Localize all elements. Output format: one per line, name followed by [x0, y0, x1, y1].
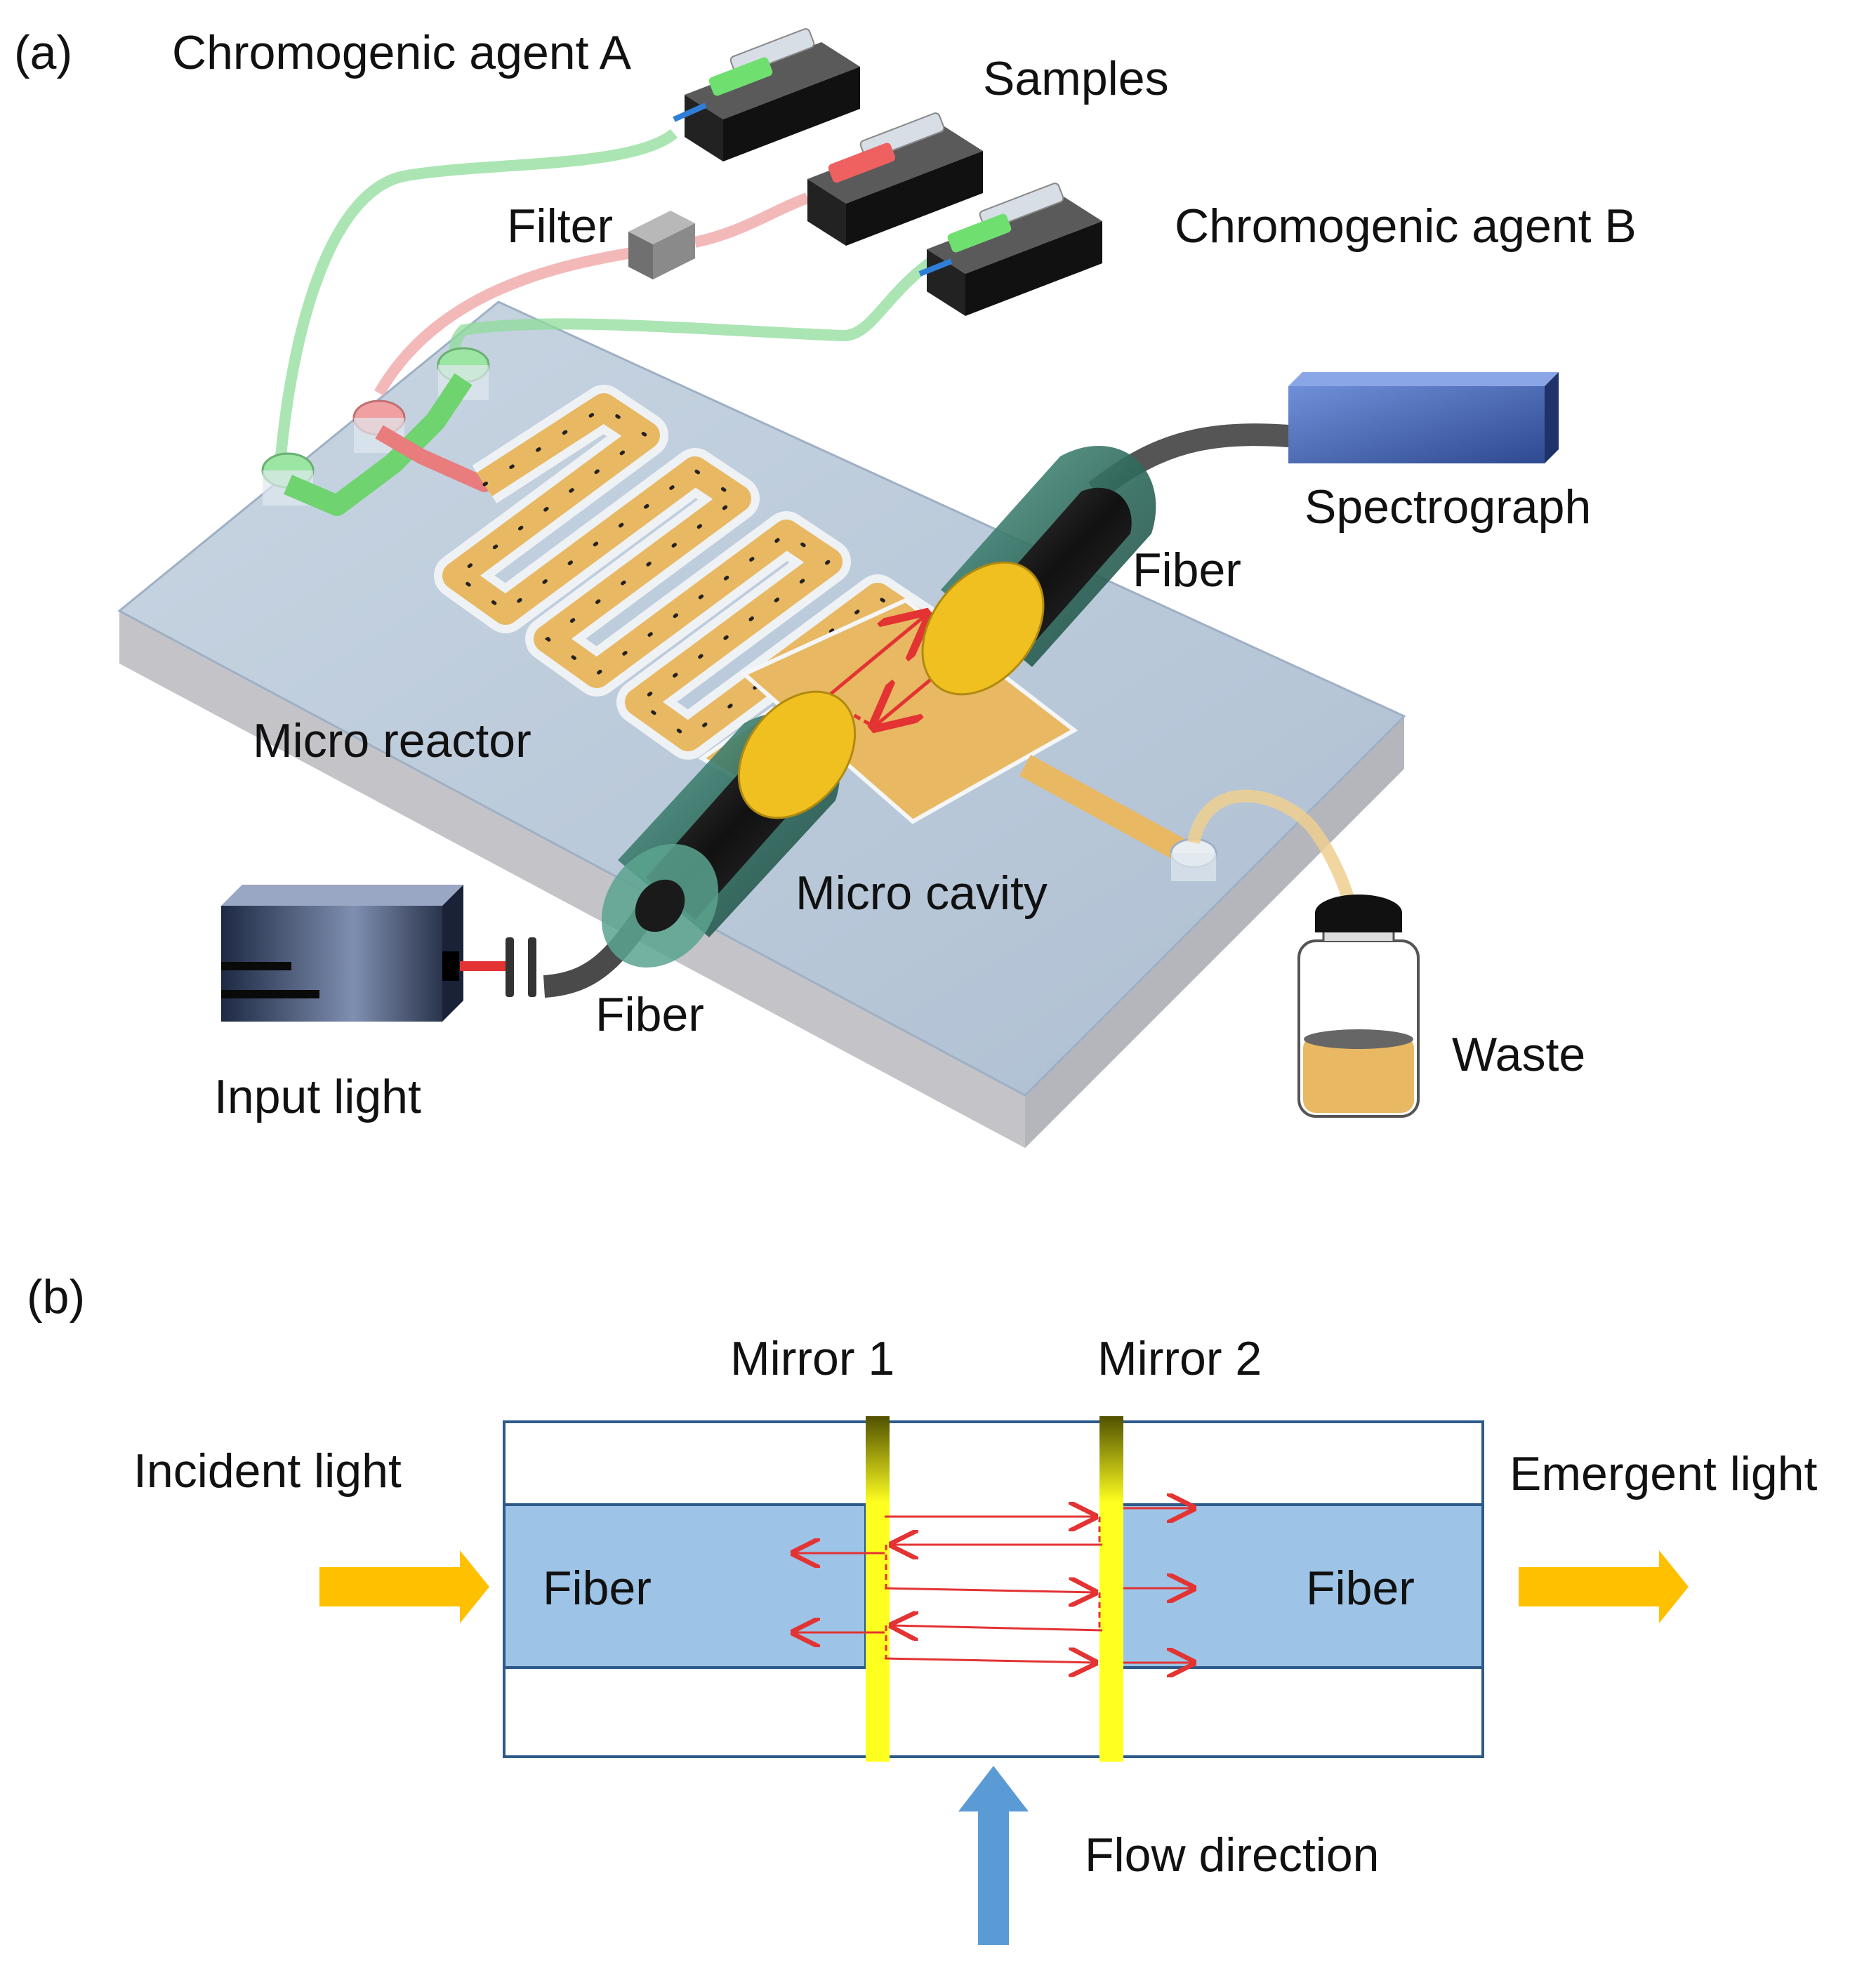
emergent-light-arrow	[1519, 1550, 1689, 1623]
panel-a-tag: (a)	[14, 26, 72, 79]
incident-light-arrow	[319, 1550, 489, 1623]
label-chromogenic-agent-a: Chromogenic agent A	[172, 26, 632, 79]
coupler-ring-2	[528, 937, 536, 997]
mixing-channel-green	[284, 373, 473, 516]
flow-direction-arrow	[958, 1766, 1029, 1945]
label-chromogenic-agent-b: Chromogenic agent B	[1175, 199, 1637, 253]
fiber-end-face-top	[921, 561, 1045, 696]
spectrograph	[1288, 372, 1559, 463]
label-samples: Samples	[983, 52, 1169, 105]
fiber-bottom-assembly	[543, 690, 857, 998]
multi-reflection-rays	[793, 1508, 1194, 1663]
tube-agent-a	[275, 128, 678, 457]
tube-filter-to-chip	[374, 247, 633, 396]
syringe-pump-a	[673, 28, 860, 161]
fiber-end-face-bottom	[737, 690, 857, 819]
label-micro-reactor: Micro reactor	[253, 714, 531, 767]
panel-b-tag: (b)	[27, 1270, 85, 1324]
spectrograph-front	[1288, 386, 1545, 463]
tube-samples-to-filter	[694, 192, 810, 248]
label-mirror-2: Mirror 2	[1097, 1332, 1262, 1385]
label-fiber-top: Fiber	[1132, 543, 1241, 597]
label-fiber-bottom: Fiber	[595, 988, 704, 1041]
label-fiber-right: Fiber	[1306, 1562, 1415, 1615]
light-aperture	[442, 951, 459, 981]
fiber-core-bottom-end	[635, 879, 685, 932]
waste-liquid	[1303, 1036, 1414, 1113]
label-waste: Waste	[1452, 1028, 1585, 1081]
outlet-channel	[1019, 755, 1186, 860]
label-fiber-left: Fiber	[543, 1562, 652, 1615]
tube-agent-b	[449, 255, 937, 380]
label-incident-light: Incident light	[133, 1444, 402, 1498]
syringe-pump-samples	[807, 112, 983, 246]
light-box-top	[221, 885, 463, 906]
label-emergent-light: Emergent light	[1510, 1447, 1818, 1500]
fiber-right-rect	[1120, 1503, 1484, 1669]
chip-side-left	[119, 611, 1025, 1148]
panel-a: (a)	[14, 26, 1637, 1148]
filter	[628, 211, 695, 279]
syringe-pump-b	[918, 183, 1102, 316]
fiber-top-assembly	[921, 423, 1321, 696]
waste-bottle	[1297, 895, 1420, 1118]
panel-b: (b) Mirror 1	[27, 1270, 1818, 1945]
label-flow-direction: Flow direction	[1085, 1828, 1380, 1882]
spectrograph-top	[1288, 372, 1559, 386]
label-mirror-1: Mirror 1	[730, 1332, 894, 1385]
label-filter: Filter	[507, 199, 613, 253]
label-spectrograph: Spectrograph	[1304, 480, 1591, 534]
label-input-light: Input light	[214, 1070, 421, 1123]
label-micro-cavity: Micro cavity	[795, 866, 1048, 920]
input-light-source	[221, 885, 536, 1022]
waste-tube	[1187, 789, 1358, 914]
spectrograph-side	[1545, 372, 1559, 463]
coupler-ring-1	[506, 937, 514, 997]
mirror-2	[1099, 1416, 1123, 1762]
